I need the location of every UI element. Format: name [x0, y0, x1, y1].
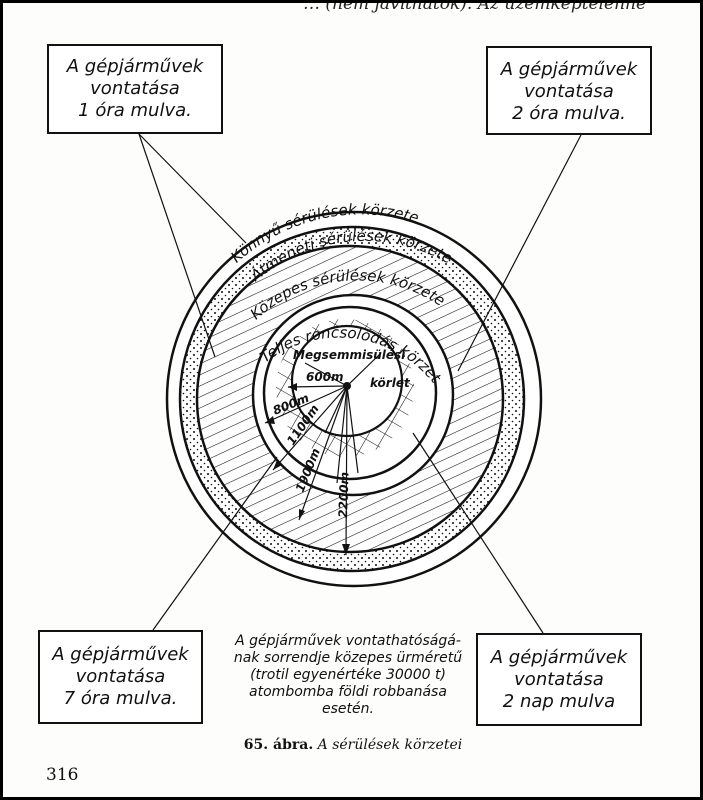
leader-line-7h [152, 456, 278, 631]
radius-label-2200: 2200m [336, 472, 352, 518]
damage-zones-diagram: Könnyű sérülések körzete Átmeneti sérülé… [3, 3, 582, 634]
page-number: 316 [46, 765, 79, 785]
diagram-caption: A gépjárművek vontathatóságá- nak sorren… [233, 633, 463, 717]
annihilation-label-1: Megsemmisülési [293, 348, 406, 362]
towing-7-hours-box: A gépjárművek vontatása 7 óra mulva. [38, 630, 203, 724]
figure-number: 65. ábra. [243, 737, 314, 753]
leader-line-2h [457, 134, 582, 372]
leader-line-1h-b [138, 133, 216, 358]
figure-label: 65. ábra. A sérülések körzetei [203, 737, 503, 753]
leader-line-2n [412, 432, 544, 634]
ground-zero [343, 382, 351, 390]
radius-arrows [264, 352, 382, 556]
header-text: … (nem javíthatók). Az üzemképtelenné [303, 0, 647, 14]
towing-2-hours-box: A gépjárművek vontatása 2 óra mulva. [486, 46, 652, 135]
towing-1-hour-box: A gépjárművek vontatása 1 óra mulva. [47, 44, 223, 134]
figure-title: A sérülések körzetei [317, 737, 463, 753]
towing-2-days-box: A gépjárművek vontatása 2 nap mulva [476, 633, 642, 726]
arrow-heads [265, 383, 350, 555]
radius-label-600: 600m [306, 370, 344, 384]
leader-line-1h-a [138, 133, 247, 244]
annihilation-label-2: körlet [370, 376, 411, 390]
